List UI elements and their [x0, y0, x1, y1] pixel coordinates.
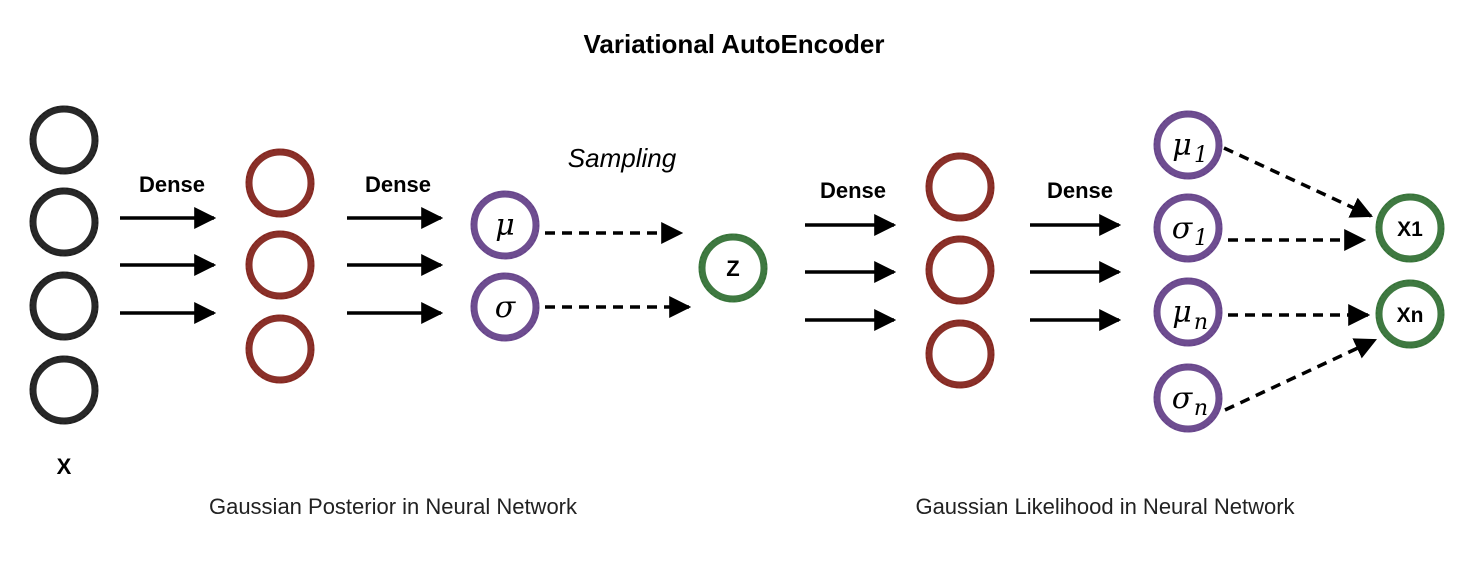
- input-node-4-ring: [29, 355, 99, 425]
- decoder-hidden-node-3: [925, 319, 995, 389]
- mu-node-symbol: μ: [495, 208, 515, 243]
- output-node-1-ring: [1375, 193, 1445, 263]
- dense-label-3: Dense: [820, 178, 886, 203]
- mu-node-ring: [470, 190, 540, 260]
- decoder-param-node-1-ring: [1153, 110, 1223, 180]
- output-node-1: X1: [1375, 193, 1445, 263]
- input-node-4: [29, 355, 99, 425]
- decoder-param-node-4-symbol: σ: [1172, 381, 1194, 416]
- dense-label-2: Dense: [365, 172, 431, 197]
- decoder-param-node-3-ring: [1153, 277, 1223, 347]
- encoder-caption: Gaussian Posterior in Neural Network: [209, 494, 578, 519]
- sigma-node-ring: [470, 272, 540, 342]
- decoder-param-node-3-symbol: μ: [1172, 295, 1192, 330]
- decoder-param-node-4-ring: [1153, 363, 1223, 433]
- encoder-hidden-node-2-ring: [245, 230, 315, 300]
- output-node-2-ring: [1375, 279, 1445, 349]
- decoder-hidden-node-1: [925, 152, 995, 222]
- input-node-3: [29, 271, 99, 341]
- mu-node: μ: [470, 190, 540, 260]
- decoder-param-node-3-subscript: n: [1194, 310, 1208, 335]
- encoder-hidden-node-1-ring: [245, 148, 315, 218]
- dense-label-4: Dense: [1047, 178, 1113, 203]
- diagram-title: Variational AutoEncoder: [584, 29, 885, 59]
- likelihood-arrow-mu1: [1223, 146, 1373, 218]
- output-node-2: Xn: [1375, 279, 1445, 349]
- decoder-param-node-2-ring: [1153, 193, 1223, 263]
- encoder-hidden-node-3-ring: [245, 314, 315, 384]
- encoder-hidden-node-2: [245, 230, 315, 300]
- input-node-1: [29, 105, 99, 175]
- decoder-param-node-2-subscript: 1: [1194, 226, 1208, 251]
- sampling-label: Sampling: [568, 143, 677, 173]
- decoder-param-node-1-symbol: μ: [1172, 128, 1192, 163]
- decoder-hidden-node-3-ring: [925, 319, 995, 389]
- decoder-hidden-node-2-ring: [925, 235, 995, 305]
- latent-z-node-ring: [698, 233, 768, 303]
- latent-z-node: Z: [698, 233, 768, 303]
- latent-z-label: Z: [726, 256, 739, 281]
- input-node-2-ring: [29, 187, 99, 257]
- output-label-1: X1: [1397, 218, 1423, 241]
- output-label-2: Xn: [1397, 304, 1424, 327]
- input-label: X: [57, 454, 72, 479]
- encoder-hidden-node-1: [245, 148, 315, 218]
- decoder-param-node-1-subscript: 1: [1194, 143, 1208, 168]
- decoder-hidden-node-2: [925, 235, 995, 305]
- sigma-node: σ: [470, 272, 540, 342]
- dense-label-1: Dense: [139, 172, 205, 197]
- decoder-caption: Gaussian Likelihood in Neural Network: [915, 494, 1295, 519]
- input-node-1-ring: [29, 105, 99, 175]
- input-node-3-ring: [29, 271, 99, 341]
- input-node-2: [29, 187, 99, 257]
- sigma-node-symbol: σ: [495, 290, 517, 325]
- decoder-hidden-node-1-ring: [925, 152, 995, 222]
- likelihood-arrow-sigman: [1224, 338, 1377, 412]
- decoder-param-node-4-subscript: n: [1194, 396, 1208, 421]
- encoder-hidden-node-3: [245, 314, 315, 384]
- decoder-param-node-2-symbol: σ: [1172, 211, 1194, 246]
